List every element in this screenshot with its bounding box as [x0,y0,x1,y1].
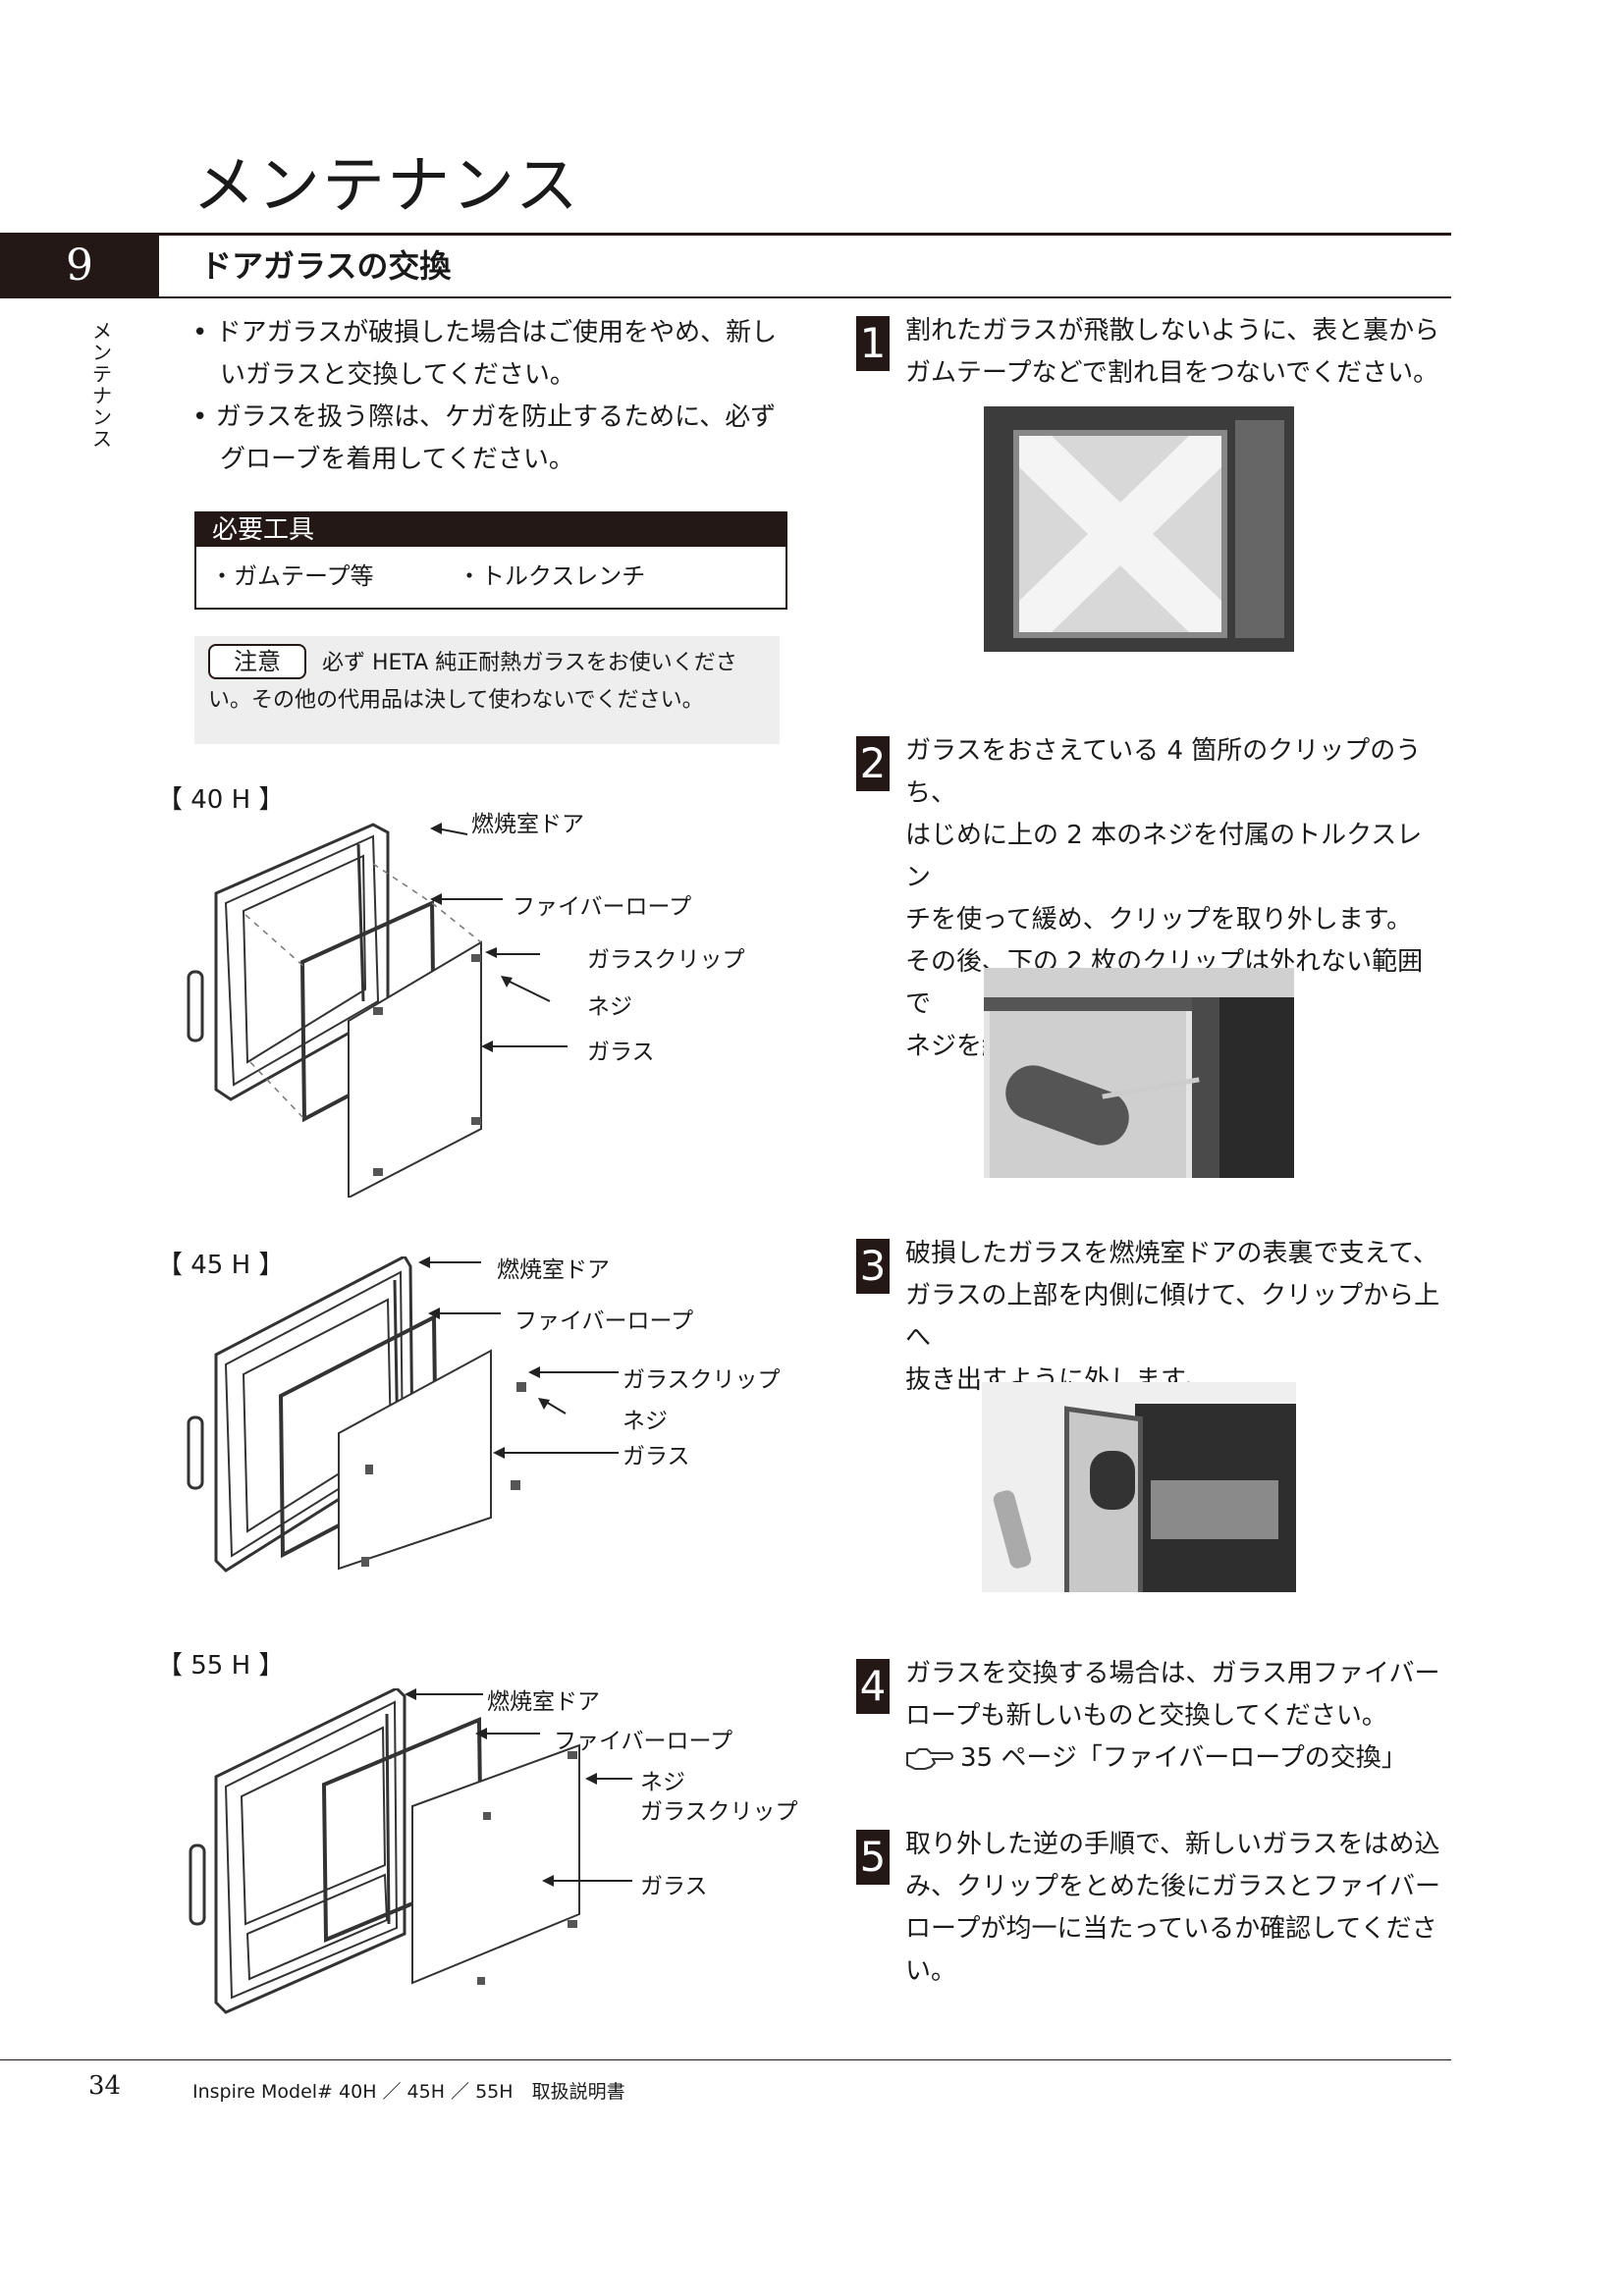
header-rule [0,233,1451,236]
step-line: ガラスの上部を内側に傾けて、クリップから上へ [905,1281,1440,1353]
bullet-mark: • [192,318,208,347]
callout-glass: ガラス [587,1040,655,1065]
step-3: 3 破損したガラスを燃焼室ドアの表裏で支えて、 ガラスの上部を内側に傾けて、クリ… [856,1233,1445,1402]
callout-glass-clip: ガラスクリップ [640,1799,798,1825]
tool-item: ・ガムテープ等 [210,562,374,590]
photo-taped-glass [984,406,1294,652]
step-line: ロープが均一に当たっているか確認してくださ [905,1914,1437,1944]
step-text: ガラスを交換する場合は、ガラス用ファイバー ロープも新しいものと交換してください… [856,1653,1445,1780]
step-line: い。 [905,1956,957,1986]
step-line: チを使って緩め、クリップを取り外します。 [905,905,1413,934]
step-line: 取り外した逆の手順で、新しいガラスをはめ込 [905,1830,1440,1859]
step-number: 5 [856,1830,890,1885]
callout-screw: ネジ [640,1770,685,1795]
side-tab: メンテナンス [92,319,112,451]
callout-fiber-rope: ファイバーロープ [514,1308,694,1334]
caution-text-1: 必ず HETA 純正耐熱ガラスをお使いくださ [322,651,737,675]
section-number: 9 [0,236,159,296]
step-text: 破損したガラスを燃焼室ドアの表裏で支えて、 ガラスの上部を内側に傾けて、クリップ… [856,1233,1445,1402]
page-reference-link[interactable]: 35 ページ「ファイバーロープの交換」 [905,1737,1445,1780]
callout-glass: ガラス [640,1874,708,1899]
door-diagram-45h [187,1256,619,1573]
step-line: ガラスを交換する場合は、ガラス用ファイバー [905,1659,1440,1688]
bullet-mark: • [192,402,208,432]
step-number: 1 [856,316,890,371]
tools-row: ・ガムテープ等 ・トルクスレンチ [196,547,785,591]
callout-screw: ネジ [623,1409,668,1434]
required-tools-box: 必要工具 ・ガムテープ等 ・トルクスレンチ [194,511,787,610]
page-number: 34 [88,2071,122,2101]
section-title: ドアガラスの交換 [200,247,452,285]
step-1: 1 割れたガラスが飛散しないように、表と裏から ガムテープなどで割れ目をつないで… [856,310,1445,395]
diagram-label-40h: 【 40 H 】 [157,785,285,815]
caution-text-2: い。その他の代用品は決して使わないでください。 [208,688,704,713]
diagram-label-55h: 【 55 H 】 [157,1651,285,1681]
door-diagram-40h [187,823,568,1198]
bullet-text: ドアガラスが破損した場合はご使用をやめ、新しいガラスと交換してください。 [215,318,778,390]
step-text: 割れたガラスが飛散しないように、表と裏から ガムテープなどで割れ目をつないでくだ… [856,310,1445,395]
callout-fiber-rope: ファイバーロープ [513,894,692,920]
tool-item: ・トルクスレンチ [458,562,646,590]
bullet-text: ガラスを扱う際は、ケガを防止するために、必ずグローブを着用してください。 [215,402,777,474]
step-line: ロープも新しいものと交換してください。 [905,1701,1387,1731]
step-line: はじめに上の 2 本のネジを付属のトルクスレン [905,821,1423,892]
callout-glass-clip: ガラスクリップ [623,1367,781,1393]
step-number: 4 [856,1659,890,1714]
caution-badge: 注意 [208,644,306,679]
page-title: メンテナンス [192,150,580,223]
callout-door: 燃焼室ドア [471,812,584,837]
callout-screw: ネジ [587,994,632,1020]
step-number: 3 [856,1239,890,1294]
bullet-list: • ドアガラスが破損した場合はご使用をやめ、新しいガラスと交換してください。 •… [192,312,791,481]
step-5: 5 取り外した逆の手順で、新しいガラスをはめ込 み、クリップをとめた後にガラスと… [856,1824,1445,1993]
diagram-label-45h: 【 45 H 】 [157,1251,285,1280]
bullet-item: • ドアガラスが破損した場合はご使用をやめ、新しいガラスと交換してください。 [192,312,791,397]
step-4: 4 ガラスを交換する場合は、ガラス用ファイバー ロープも新しいものと交換してくだ… [856,1653,1445,1780]
callout-door: 燃焼室ドア [487,1689,600,1715]
tools-heading: 必要工具 [196,513,785,547]
pointing-hand-icon [906,1748,953,1770]
step-line: 破損したガラスを燃焼室ドアの表裏で支えて、 [905,1239,1438,1268]
callout-glass: ガラス [623,1444,690,1469]
step-line: ガムテープなどで割れ目をつないでください。 [905,358,1439,388]
step-line: ガラスをおさえている 4 箇所のクリップのうち、 [905,736,1422,808]
callout-fiber-rope: ファイバーロープ [554,1729,733,1754]
photo-removing-glass [982,1382,1296,1592]
footer-text: Inspire Model# 40H ／ 45H ／ 55H 取扱説明書 [192,2081,625,2103]
door-diagram-55h [189,1688,632,2014]
header-rule-bottom [0,296,1451,298]
step-number: 2 [856,736,890,791]
step-line: 割れたガラスが飛散しないように、表と裏から [905,316,1440,346]
photo-torx-wrench [984,968,1294,1178]
callout-door: 燃焼室ドア [497,1257,610,1283]
bullet-item: • ガラスを扱う際は、ケガを防止するために、必ずグローブを着用してください。 [192,397,791,481]
page-reference-text: 35 ページ「ファイバーロープの交換」 [960,1743,1407,1773]
step-line: み、クリップをとめた後にガラスとファイバー [905,1872,1440,1901]
footer-rule [0,2059,1451,2060]
caution-box: 注意必ず HETA 純正耐熱ガラスをお使いくださ い。その他の代用品は決して使わ… [194,636,780,744]
step-text: 取り外した逆の手順で、新しいガラスをはめ込 み、クリップをとめた後にガラスとファ… [856,1824,1445,1993]
callout-glass-clip: ガラスクリップ [587,947,745,973]
